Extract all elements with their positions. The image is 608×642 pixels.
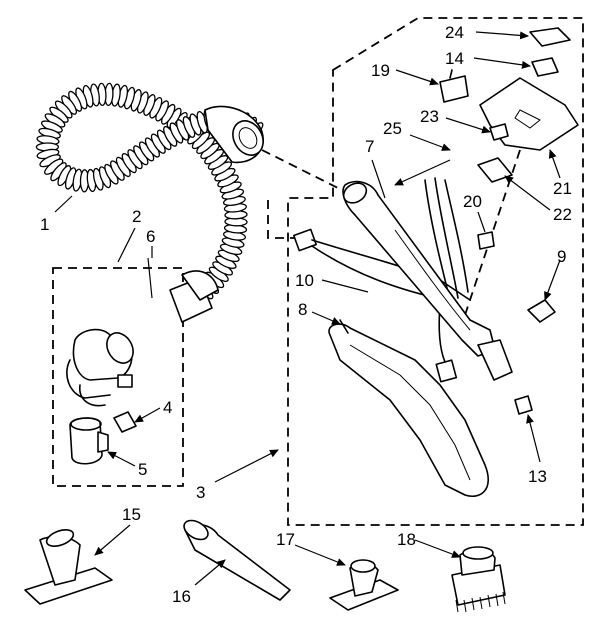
leader-19 xyxy=(395,69,439,86)
wire-connector-guide xyxy=(267,200,298,239)
switch-button-part-23 xyxy=(489,123,509,141)
callout-9: 9 xyxy=(557,247,566,266)
leader-25b xyxy=(394,159,451,186)
leader-25 xyxy=(409,134,451,151)
lower-wand-tip-part xyxy=(477,339,513,381)
floor-tool-part-15 xyxy=(24,529,113,605)
nut-part-20 xyxy=(477,231,495,250)
callout-14: 14 xyxy=(445,49,464,68)
leader-16 xyxy=(194,559,226,586)
callout-13: 13 xyxy=(528,467,547,486)
leader-4 xyxy=(134,407,161,423)
callout-23: 23 xyxy=(420,107,439,126)
callout-19: 19 xyxy=(371,61,390,80)
callout-15: 15 xyxy=(122,505,141,524)
callout-18: 18 xyxy=(397,530,416,549)
handle-grip-part-5 xyxy=(69,417,109,465)
connector-part-13 xyxy=(514,395,533,415)
leader-3 xyxy=(214,449,279,483)
leader-7 xyxy=(371,159,386,199)
callout-6: 6 xyxy=(146,227,155,246)
callout-22: 22 xyxy=(553,205,572,224)
hose-part xyxy=(35,82,264,323)
callout-8: 8 xyxy=(298,300,307,319)
leader-22 xyxy=(504,175,551,211)
callout-20: 20 xyxy=(463,192,482,211)
callout-5: 5 xyxy=(138,460,147,479)
callout-2: 2 xyxy=(132,207,141,226)
callout-16: 16 xyxy=(172,587,191,606)
leader-14 xyxy=(473,57,531,69)
leader-18 xyxy=(414,539,461,558)
leader-17 xyxy=(294,544,346,566)
upholstery-tool-part-17 xyxy=(329,559,399,611)
leader-5 xyxy=(107,451,136,467)
handle-group-outline xyxy=(52,267,184,487)
label-part-24 xyxy=(529,27,571,47)
switch-part-19 xyxy=(439,69,469,103)
leader-10 xyxy=(321,279,369,293)
leader-23 xyxy=(445,117,491,134)
hose-wand-group-outline xyxy=(287,17,584,526)
callout-17: 17 xyxy=(276,530,295,549)
leader-13 xyxy=(526,414,541,463)
hose-to-handle-guide xyxy=(261,149,343,191)
contact-part-22 xyxy=(477,157,513,183)
callout-7: 7 xyxy=(365,137,374,156)
leader-9 xyxy=(544,259,561,301)
callout-24: 24 xyxy=(445,23,464,42)
wire-part-6 xyxy=(147,257,153,299)
callout-4: 4 xyxy=(163,398,172,417)
callout-3: 3 xyxy=(196,483,205,502)
leader-20 xyxy=(477,211,486,233)
leader-2 xyxy=(117,227,136,263)
callout-21: 21 xyxy=(553,179,572,198)
leader-15 xyxy=(94,524,131,556)
callout-10: 10 xyxy=(295,271,314,290)
callout-1: 1 xyxy=(40,215,49,234)
swivel-handle-part xyxy=(66,328,134,407)
dusting-brush-part-18 xyxy=(451,546,506,613)
leader-1 xyxy=(54,195,73,213)
crevice-tool-part-16 xyxy=(183,519,291,601)
leader-8 xyxy=(311,311,341,325)
wand-cover-part xyxy=(328,319,490,497)
leader-21 xyxy=(548,149,561,179)
callout-25: 25 xyxy=(383,119,402,138)
leader-24 xyxy=(475,31,529,40)
swivel-clip-part-4 xyxy=(113,411,137,433)
label-part-14 xyxy=(531,57,559,77)
clip-part-9 xyxy=(527,299,556,323)
